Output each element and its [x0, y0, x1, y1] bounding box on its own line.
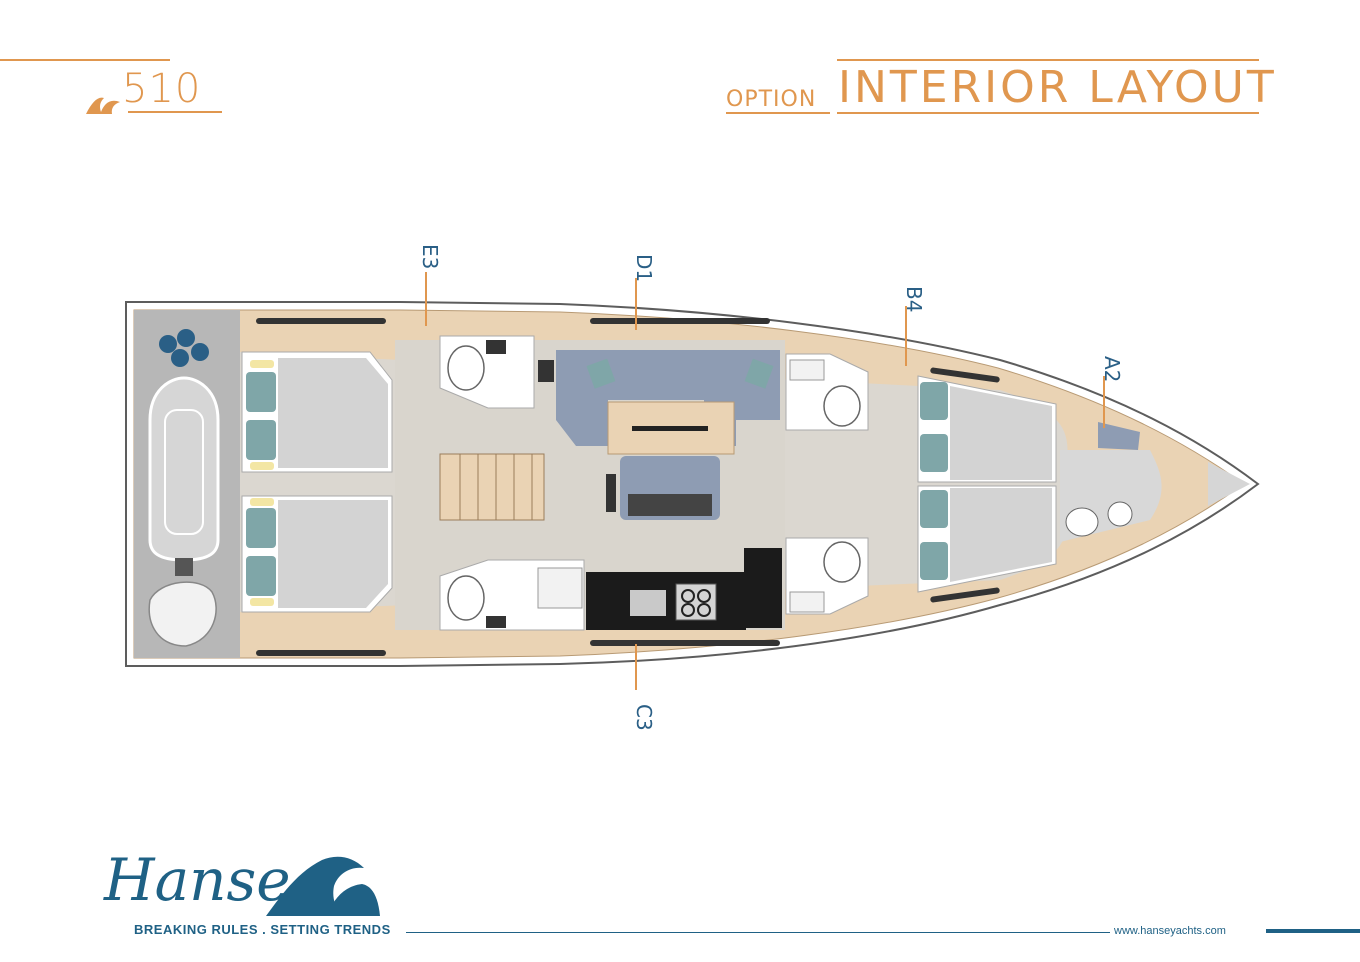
- header-top-rule-left: [0, 59, 170, 61]
- galley-stove: [675, 583, 717, 621]
- wave-logo-icon: [86, 97, 120, 114]
- aft-cabin-port: [241, 351, 393, 473]
- hanse-brand-wordmark: Hanse: [104, 846, 291, 914]
- dinghy: [148, 376, 220, 562]
- bow-peak: [1208, 462, 1250, 506]
- footer-rule: [406, 932, 1110, 933]
- galley-fridge: [744, 548, 782, 628]
- forward-cabin-starboard: [917, 485, 1057, 593]
- website-link[interactable]: www.hanseyachts.com: [1114, 925, 1226, 937]
- hanse-wave-icon: [266, 856, 380, 916]
- page-title: INTERIOR LAYOUT: [838, 62, 1277, 113]
- bow-seat: [1098, 422, 1140, 450]
- forward-cabin-port: [917, 375, 1057, 483]
- model-number-underline: [128, 111, 222, 113]
- option-label: OPTION: [726, 87, 817, 112]
- title-top-rule: [837, 59, 1259, 61]
- companionway-stairs: [439, 453, 545, 521]
- option-underline: [726, 112, 830, 114]
- footer-rule-right: [1266, 929, 1360, 933]
- title-underline: [837, 112, 1259, 114]
- aft-cabin-starboard: [241, 495, 393, 613]
- model-number: 510: [122, 66, 202, 112]
- galley-sink: [630, 590, 666, 616]
- brand-tagline: BREAKING RULES . SETTING TRENDS: [134, 922, 391, 937]
